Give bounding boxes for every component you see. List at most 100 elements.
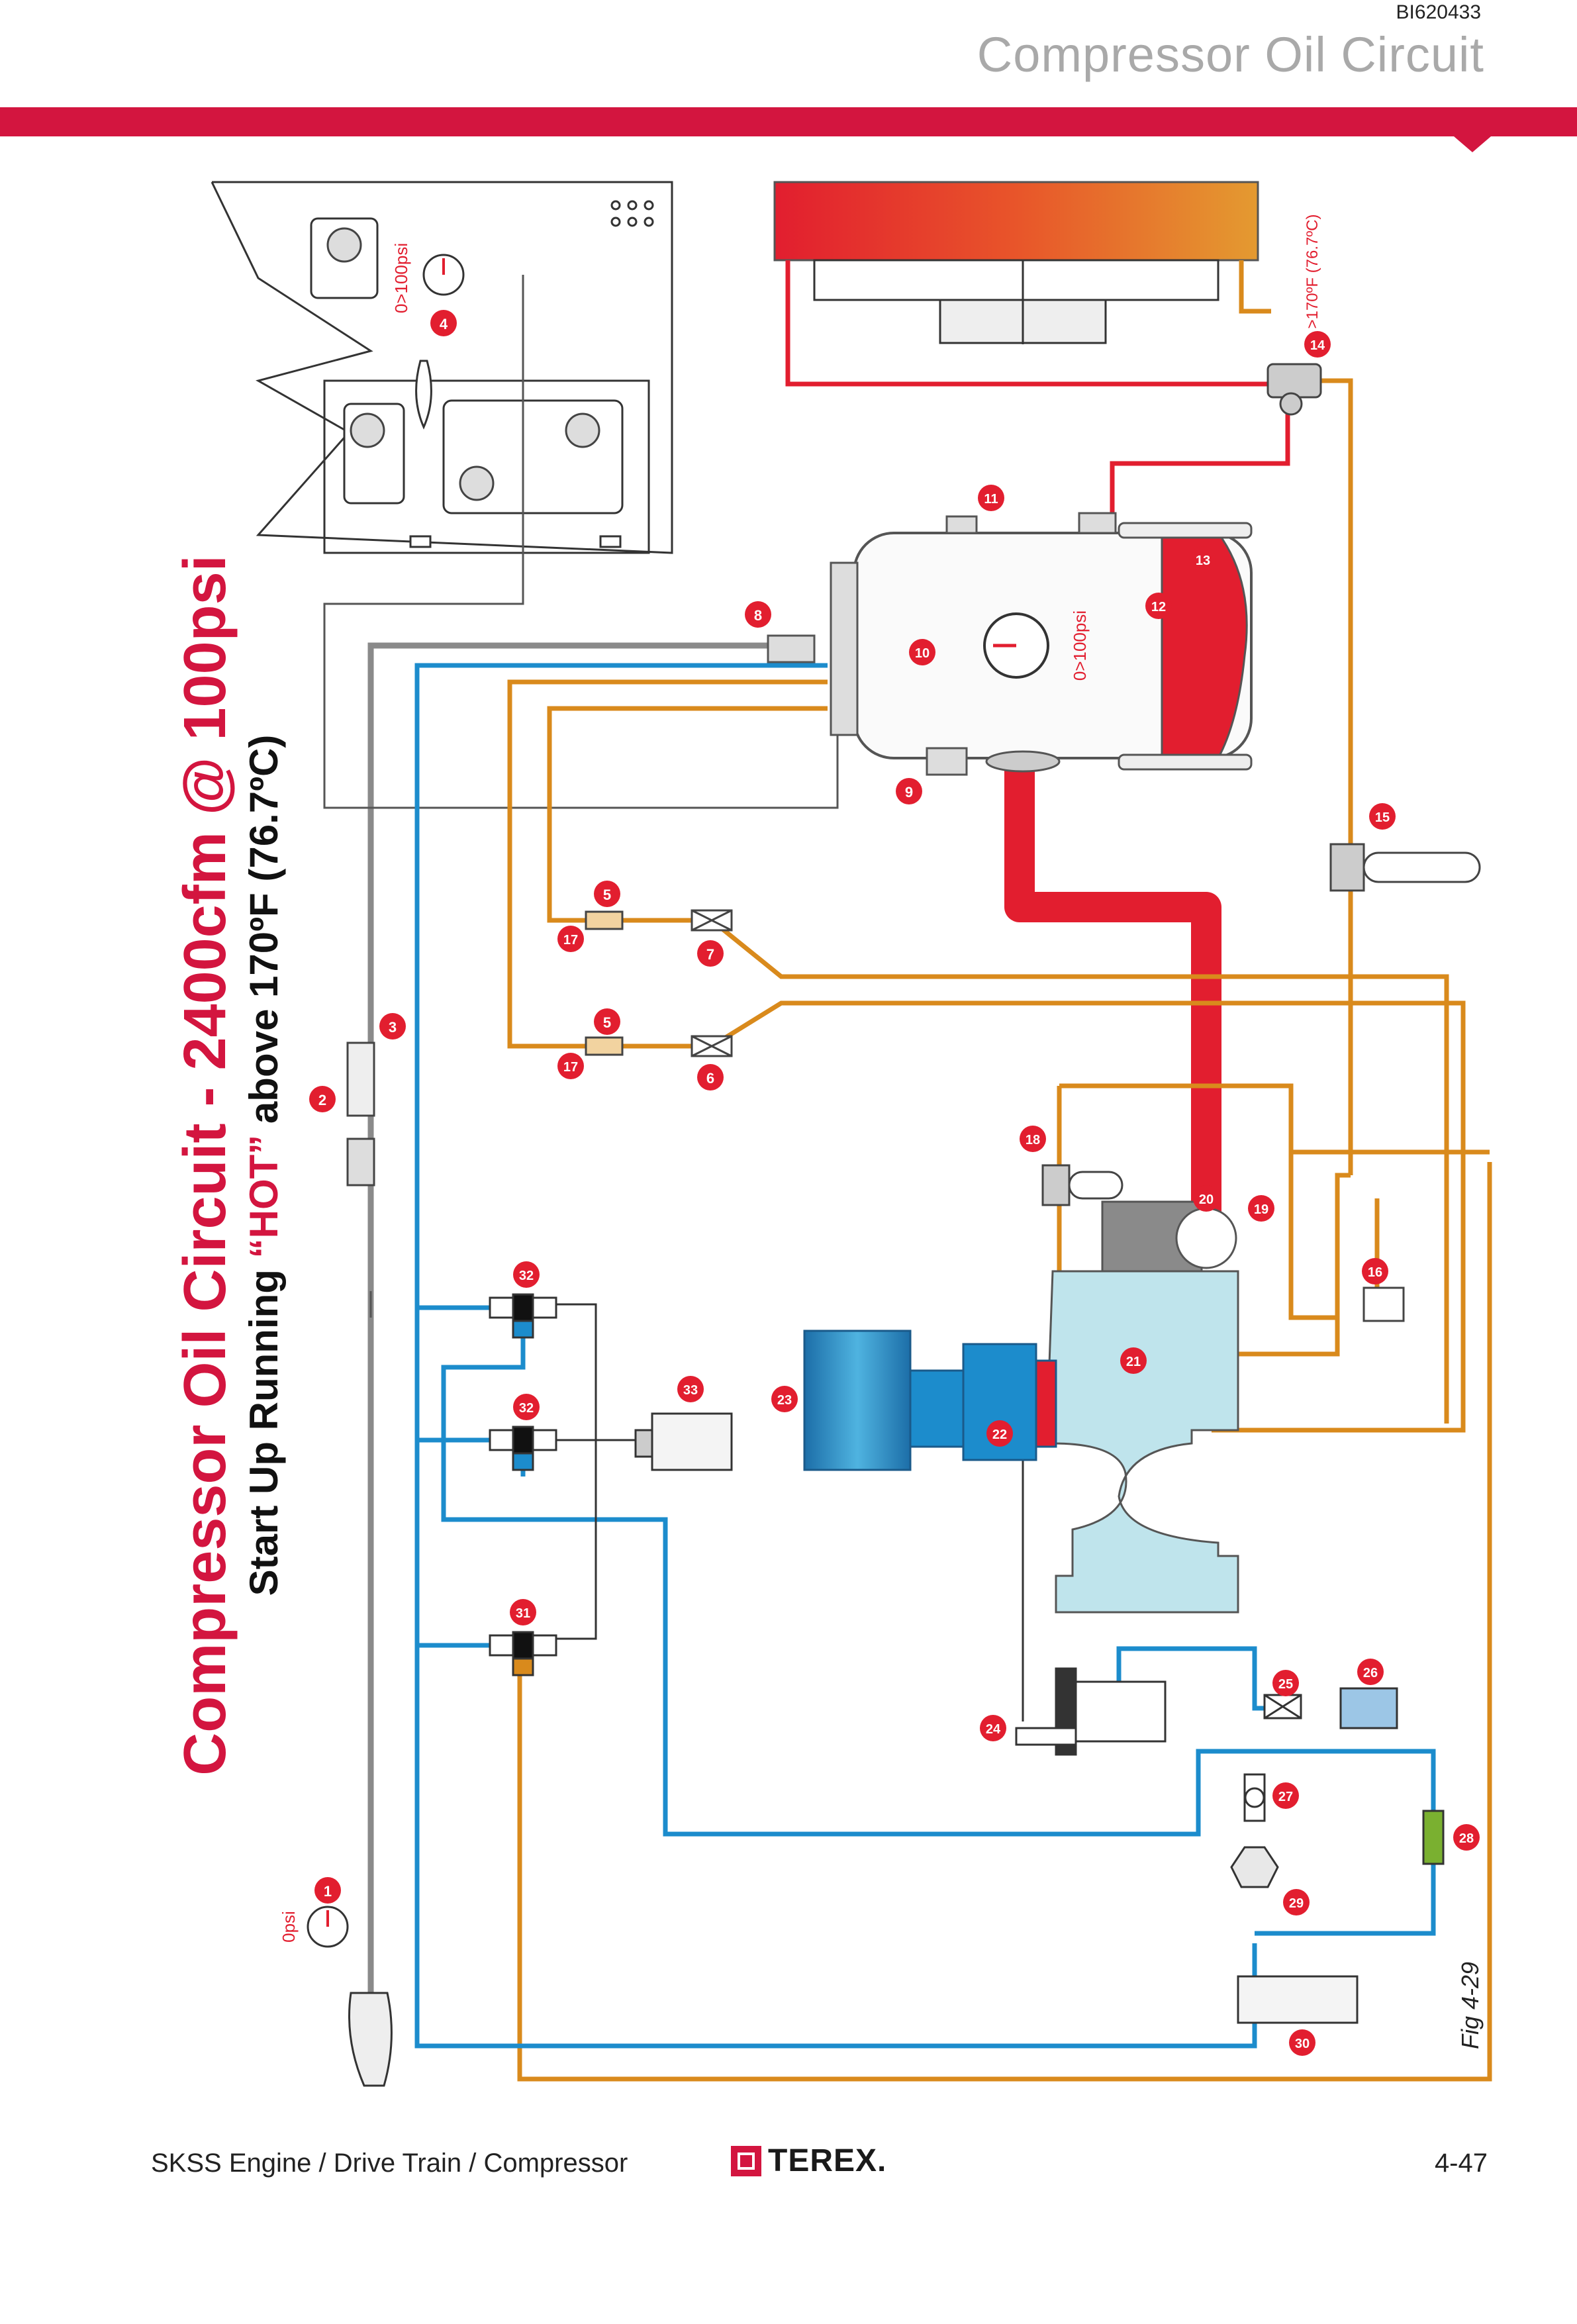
gauge-1-range: 0psi [279,1911,299,1943]
callout-5a-label: 5 [603,887,611,903]
callout-11-label: 11 [984,492,998,507]
gauge-needles [326,258,445,1927]
hot-oil-discharge-pipe [1004,768,1221,1251]
callout-20: 20 [1193,1185,1219,1212]
callout-12-label: 12 [1151,600,1166,614]
control-lines [556,1303,1024,1721]
callout-20-label: 20 [1199,1192,1214,1207]
callout-1-label: 1 [324,1883,332,1900]
brand-logo: TEREX. [731,2143,886,2179]
header-band [0,107,1577,136]
callout-12: 12 [1145,593,1172,619]
callout-13: 13 [1190,546,1216,573]
footer-breadcrumb: SKSS Engine / Drive Train / Compressor [151,2149,628,2178]
callout-28-label: 28 [1459,1831,1474,1846]
callout-14: 14 [1304,331,1331,358]
callout-11: 11 [978,485,1004,511]
compressor-airend [1048,1200,1239,1614]
callout-5b: 5 [594,1008,620,1035]
callout-18-label: 18 [1026,1133,1040,1147]
thermostatic-valve [1266,363,1322,416]
callout-31-label: 31 [516,1606,530,1621]
callout-15: 15 [1369,803,1396,830]
callout-33-label: 33 [683,1383,698,1398]
callout-27-label: 27 [1278,1790,1293,1804]
callout-19-label: 19 [1254,1202,1268,1217]
callout-28: 28 [1453,1824,1480,1851]
gauges [307,254,465,2087]
callout-16: 16 [1362,1258,1388,1284]
callout-4: 4 [430,310,457,336]
receiver-tank [767,512,1253,776]
callout-13-label: 13 [1196,554,1210,568]
callout-27: 27 [1272,1782,1299,1809]
callout-8: 8 [745,601,771,628]
callout-25-label: 25 [1278,1677,1293,1692]
engine-outline [211,181,673,554]
callout-17a-label: 17 [563,933,578,947]
callout-21: 21 [1120,1347,1147,1374]
callout-2-label: 2 [318,1092,326,1108]
cooler-fan [813,259,1219,344]
callout-9-label: 9 [905,784,913,800]
callout-5a: 5 [594,881,620,907]
pilot-line [367,642,794,1993]
callout-6-label: 6 [706,1070,714,1087]
callout-7: 7 [697,940,724,967]
callout-10-label: 10 [915,646,930,661]
callout-32a: 32 [513,1261,540,1288]
engine-filter-icons [326,227,600,501]
callout-22-label: 22 [992,1428,1007,1442]
callout-5b-label: 5 [603,1014,611,1031]
callout-29: 29 [1283,1889,1310,1915]
callout-17b-label: 17 [563,1060,578,1075]
page-header-title: Compressor Oil Circuit [977,27,1484,82]
callout-19: 19 [1248,1195,1274,1222]
callout-9: 9 [896,778,922,804]
callout-1: 1 [314,1877,341,1904]
gauge-10-range: 0>100psi [1070,610,1090,681]
callout-24: 24 [980,1715,1006,1741]
callout-32a-label: 32 [519,1269,534,1283]
terex-logo-icon [731,2145,761,2176]
callout-4-label: 4 [440,316,448,332]
callout-23: 23 [771,1386,798,1412]
callout-10: 10 [909,639,935,665]
page-number: 4-47 [1434,2149,1488,2178]
brand-wordmark: TEREX. [768,2143,887,2178]
temp-14-label: >170ºF (76.7ºC) [1304,215,1321,329]
callout-16-label: 16 [1368,1265,1382,1280]
callout-3: 3 [379,1013,406,1040]
drive-motor [803,1330,1057,1471]
callout-32b: 32 [513,1394,540,1420]
callout-7-label: 7 [706,946,714,963]
pressure-regulator [1015,1667,1167,1756]
callout-32b-label: 32 [519,1401,534,1416]
silencer [634,1412,733,1471]
callout-8-label: 8 [754,607,762,624]
callout-22: 22 [986,1420,1013,1447]
document-id: BI620433 [1396,1,1481,23]
callout-26: 26 [1357,1659,1384,1685]
oil-cooler-core [773,181,1259,262]
hot-oil-lines [785,260,1290,516]
oil-circuit-diagram: 0psi 0>100psi 0>100psi >170ºF (76.7ºC) 1… [211,181,1492,2087]
callout-26-label: 26 [1363,1666,1378,1680]
callout-30: 30 [1289,2029,1315,2056]
pilot-line-thin [323,275,839,1318]
header-notch [1454,136,1491,152]
callout-15-label: 15 [1375,810,1390,825]
callout-17a: 17 [557,926,584,952]
callout-17b: 17 [557,1053,584,1079]
oil-filter [1329,843,1481,892]
callout-3-label: 3 [389,1019,397,1036]
callout-14-label: 14 [1310,338,1325,353]
callout-21-label: 21 [1126,1355,1141,1369]
callout-33: 33 [677,1376,704,1402]
air-components [1230,1687,1445,2024]
callout-25: 25 [1272,1670,1299,1696]
callout-30-label: 30 [1295,2037,1310,2051]
callout-29-label: 29 [1289,1896,1304,1911]
callout-31: 31 [510,1599,536,1625]
oil-lines [507,260,1492,2082]
